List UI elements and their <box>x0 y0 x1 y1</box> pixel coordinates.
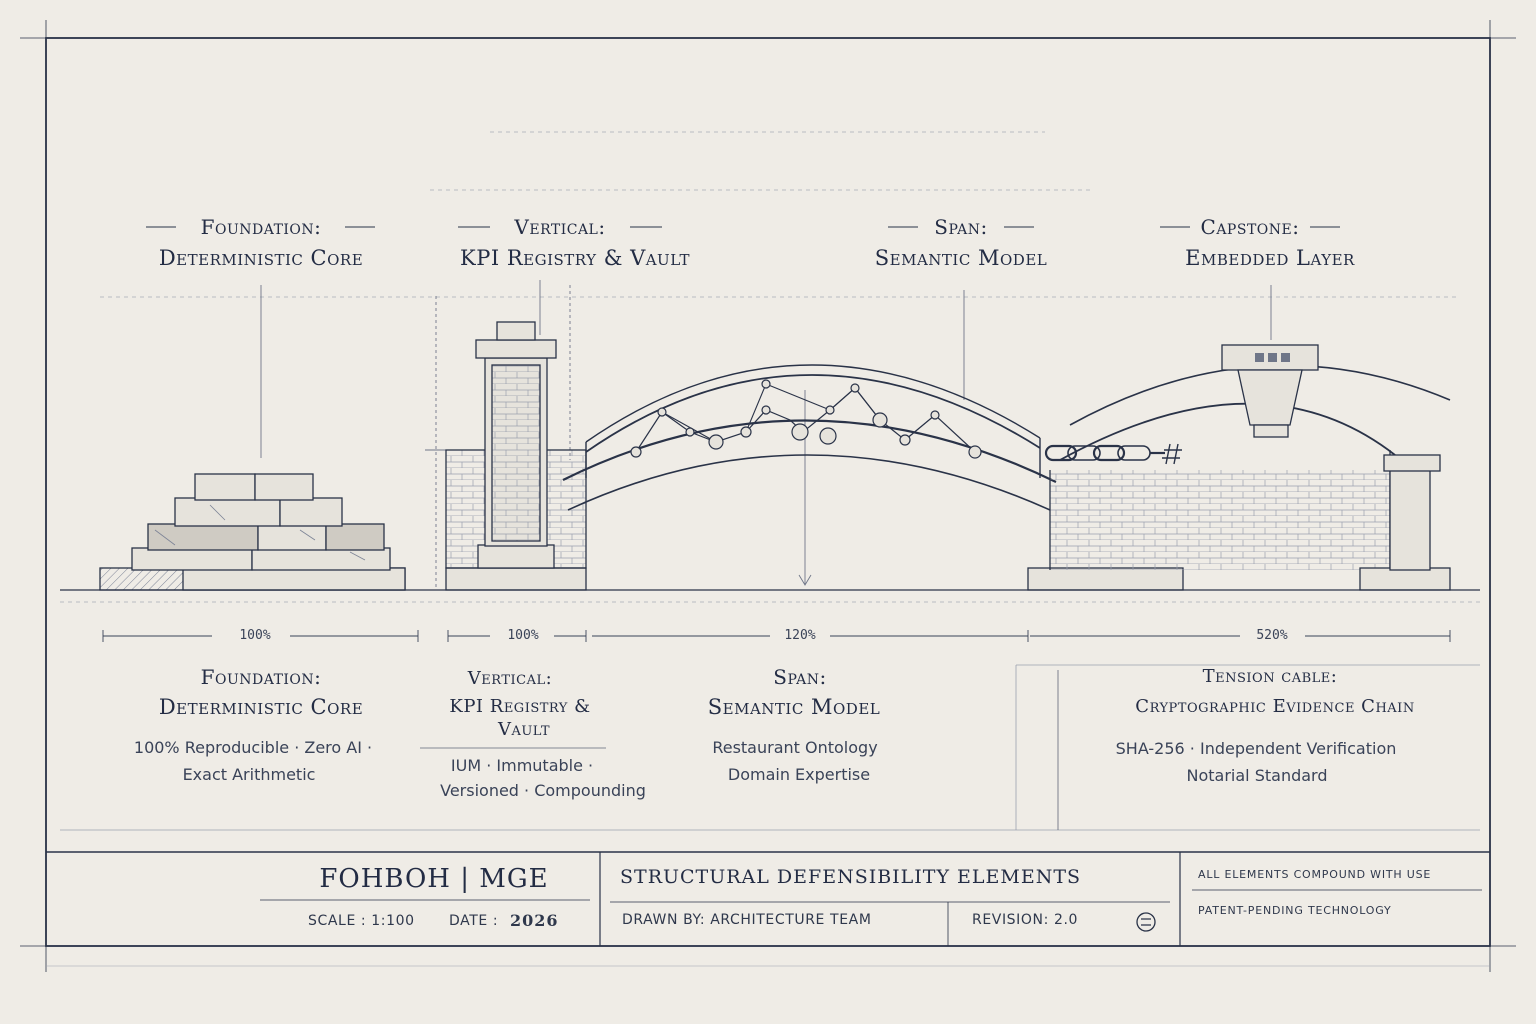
drawing-title: STRUCTURAL DEFENSIBILITY ELEMENTS <box>620 866 1082 888</box>
bottom-vertical-desc-1: IUM · Immutable · <box>450 756 594 775</box>
bottom-foundation-desc-1: 100% Reproducible · Zero AI · <box>133 738 373 757</box>
drawn-by: DRAWN BY: ARCHITECTURE TEAM <box>622 912 872 928</box>
sheet-border <box>20 20 1516 972</box>
brand-title: FOHBOH | MGE <box>319 864 549 894</box>
note-compound: ALL ELEMENTS COMPOUND WITH USE <box>1198 868 1432 881</box>
top-capstone-title: Capstone: <box>1200 215 1300 239</box>
bottom-vertical-subtitle-2: Vault <box>497 719 551 740</box>
bottom-span-desc-2: Domain Expertise <box>727 765 871 784</box>
dimension-foundation: 100% <box>239 628 271 643</box>
bottom-vertical-title: Vertical: <box>467 668 553 689</box>
seal-icon <box>1136 912 1156 932</box>
bottom-span-desc-1: Restaurant Ontology <box>712 738 878 757</box>
title-block <box>46 851 1490 946</box>
bottom-tension-desc-1: SHA-256 · Independent Verification <box>1115 739 1397 758</box>
span-bridge <box>562 364 1057 511</box>
top-span-title: Span: <box>934 215 988 239</box>
top-foundation-subtitle: Deterministic Core <box>158 246 364 270</box>
bottom-span-subtitle: Semantic Model <box>707 695 881 719</box>
top-vertical-title: Vertical: <box>514 215 606 239</box>
top-foundation-title: Foundation: <box>200 215 322 239</box>
bottom-foundation-subtitle: Deterministic Core <box>158 695 364 719</box>
scale-label: SCALE : 1:100 <box>308 913 415 929</box>
dimension-lines <box>102 630 1451 642</box>
dimension-capstone: 520% <box>1256 628 1288 643</box>
date-label: DATE : <box>449 913 499 929</box>
date-value: 2026 <box>510 911 559 930</box>
bottom-foundation-title: Foundation: <box>200 665 322 689</box>
leader-lines <box>260 280 1272 590</box>
bottom-vertical-desc-2: Versioned · Compounding <box>440 781 646 800</box>
bottom-tension-subtitle: Cryptographic Evidence Chain <box>1135 696 1415 717</box>
dimension-span: 120% <box>784 628 816 643</box>
top-span-subtitle: Semantic Model <box>874 246 1048 270</box>
dimension-vertical: 100% <box>507 628 539 643</box>
top-vertical-subtitle: KPI Registry & Vault <box>460 246 690 270</box>
foundation-blocks <box>99 473 406 591</box>
vertical-pillar <box>445 321 587 591</box>
revision: REVISION: 2.0 <box>972 912 1079 928</box>
tension-chain <box>1044 443 1182 465</box>
section-dividers <box>420 664 1480 830</box>
capstone-arch <box>1027 344 1451 591</box>
bottom-tension-desc-2: Notarial Standard <box>1186 766 1328 785</box>
bottom-vertical-subtitle: KPI Registry & <box>449 696 591 717</box>
bottom-span-title: Span: <box>773 665 827 689</box>
bottom-tension-title: Tension cable: <box>1202 666 1338 687</box>
bottom-foundation-desc-2: Exact Arithmetic <box>182 765 316 784</box>
note-patent: PATENT-PENDING TECHNOLOGY <box>1198 904 1392 917</box>
top-capstone-subtitle: Embedded Layer <box>1185 246 1355 270</box>
